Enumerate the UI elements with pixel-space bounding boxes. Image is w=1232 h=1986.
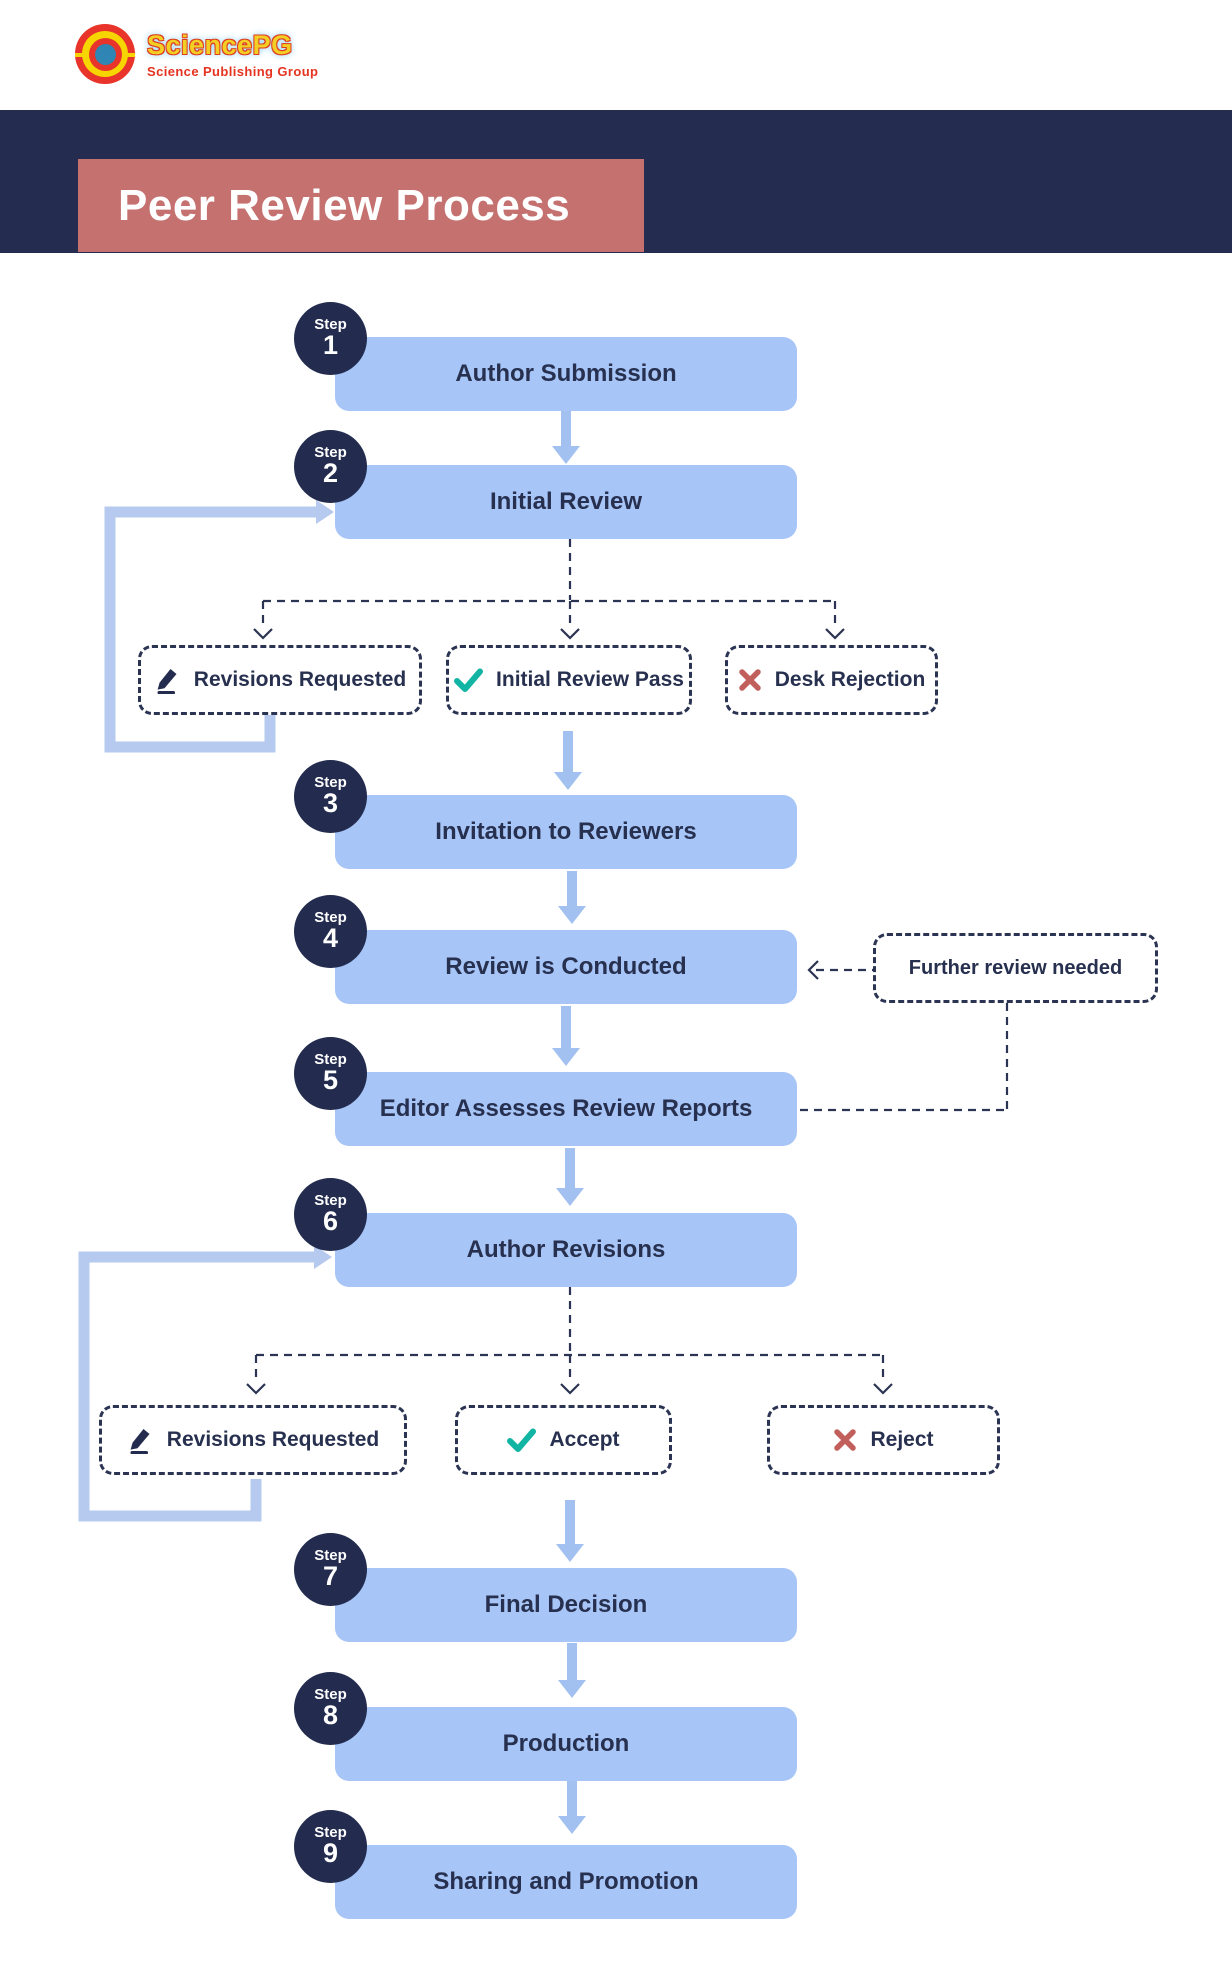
note-label: Further review needed bbox=[908, 956, 1123, 979]
step-label: Author Submission bbox=[455, 360, 677, 387]
logo-tagline: Science Publishing Group bbox=[147, 63, 319, 79]
branch-accept: Accept bbox=[455, 1405, 672, 1475]
arrow-step5-step6 bbox=[556, 1148, 584, 1206]
title-box: Peer Review Process bbox=[78, 159, 644, 252]
logo-stripe-right bbox=[122, 53, 135, 57]
arrow-step4-step5 bbox=[552, 1006, 580, 1066]
edit-pencil-icon bbox=[154, 667, 181, 694]
branch-connector-row2 bbox=[246, 1287, 893, 1395]
step-label: Production bbox=[502, 1730, 630, 1757]
cross-icon bbox=[833, 1428, 857, 1452]
branch-label: Reject bbox=[870, 1428, 934, 1451]
arrow-step7-step8 bbox=[558, 1643, 586, 1698]
branch-initial-review-pass: Initial Review Pass bbox=[446, 645, 692, 715]
logo-center-dot bbox=[94, 43, 116, 65]
logo-stripe-left bbox=[75, 53, 88, 57]
branch-label: Revisions Requested bbox=[193, 668, 407, 691]
arrow-step3-step4 bbox=[558, 871, 586, 924]
step-label: Editor Assesses Review Reports bbox=[379, 1095, 753, 1122]
header-bar: SciencePG Science Publishing Group bbox=[0, 0, 1232, 110]
branch-revisions-requested-2: Revisions Requested bbox=[99, 1405, 407, 1475]
arrow-pass-step3 bbox=[554, 731, 582, 790]
arrow-accept-step7 bbox=[556, 1500, 584, 1562]
note-further-review-needed: Further review needed bbox=[873, 933, 1158, 1003]
arrow-step8-step9 bbox=[558, 1781, 586, 1834]
branch-label: Accept bbox=[549, 1428, 620, 1451]
step-label: Review is Conducted bbox=[445, 953, 687, 980]
sciencepg-logo-icon bbox=[75, 24, 135, 84]
check-icon bbox=[507, 1428, 537, 1453]
step-label: Author Revisions bbox=[466, 1236, 666, 1263]
step-label: Final Decision bbox=[484, 1591, 648, 1618]
branch-label: Revisions Requested bbox=[166, 1428, 380, 1451]
logo-name: SciencePG bbox=[147, 29, 293, 60]
step-label: Invitation to Reviewers bbox=[435, 818, 697, 845]
logo: SciencePG Science Publishing Group bbox=[75, 24, 318, 84]
edit-pencil-icon bbox=[127, 1427, 154, 1454]
arrow-step1-step2 bbox=[552, 411, 580, 464]
branch-label: Initial Review Pass bbox=[496, 668, 684, 691]
check-icon bbox=[454, 668, 484, 693]
branch-connector-row1 bbox=[253, 539, 845, 640]
step-label: Sharing and Promotion bbox=[433, 1868, 699, 1895]
cross-icon bbox=[738, 668, 762, 692]
step-label: Initial Review bbox=[489, 488, 643, 515]
branch-label: Desk Rejection bbox=[774, 668, 926, 691]
branch-revisions-requested-1: Revisions Requested bbox=[138, 645, 422, 715]
loop-revisions-to-author-revisions bbox=[78, 1245, 332, 1522]
branch-reject: Reject bbox=[767, 1405, 1000, 1475]
branch-desk-rejection: Desk Rejection bbox=[725, 645, 938, 715]
page-title: Peer Review Process bbox=[118, 180, 571, 230]
